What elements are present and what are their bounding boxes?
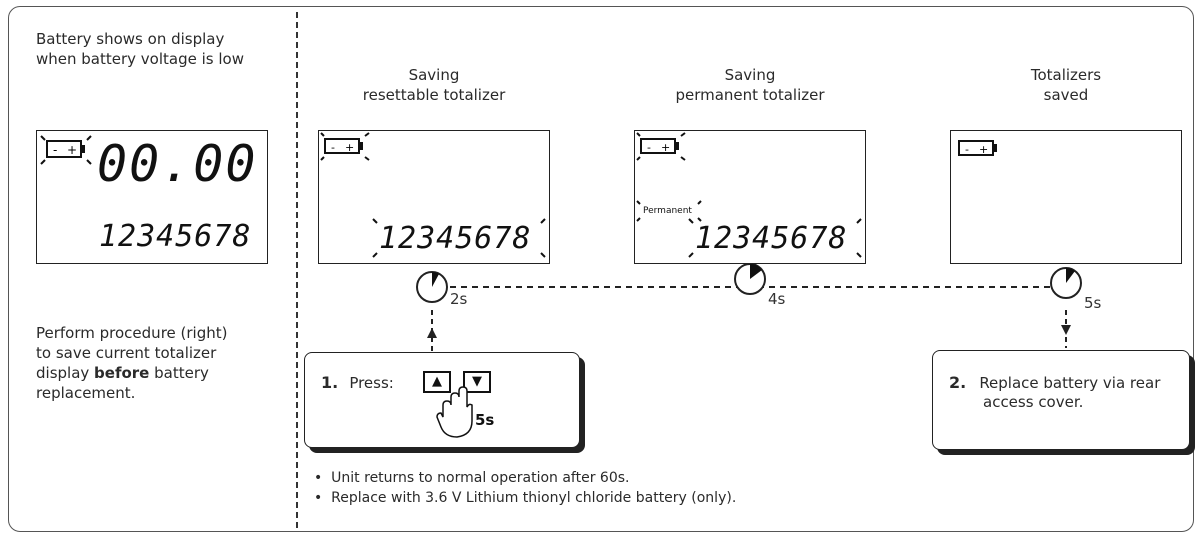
note-item-2: • Replace with 3.6 V Lithium thionyl chl… — [314, 490, 737, 506]
stage2-title-1: Saving — [724, 66, 776, 84]
step2-text-1: Replace battery via rear — [979, 374, 1161, 392]
step1-text: Press: — [349, 374, 394, 392]
step2-text-2: access cover. — [983, 393, 1084, 411]
lcd-display-stage3: - + — [950, 130, 1182, 264]
svg-text:-: - — [647, 141, 651, 154]
lcd-display-stage2: - + Permanent 12345678 — [634, 130, 866, 264]
timer-label-5s: 5s — [1084, 294, 1102, 312]
hand-press-icon — [436, 386, 473, 438]
procedure-text-2: to save current totalizer — [36, 344, 217, 362]
stage3-title-1: Totalizers — [1030, 66, 1102, 84]
step2-number: 2. — [949, 373, 967, 392]
lcd-main-digits: 00.00 — [97, 135, 258, 193]
svg-text:+: + — [979, 143, 988, 156]
svg-text:-: - — [965, 143, 969, 156]
step1-box: 1. Press: ▲ ▼ 5s — [304, 352, 580, 448]
stage1-title-2: resettable totalizer — [362, 86, 506, 104]
intro-text-1: Battery shows on display — [36, 30, 225, 48]
svg-text:+: + — [345, 141, 354, 154]
timer-label-4s: 4s — [768, 290, 786, 308]
timer-label-2s: 2s — [450, 290, 468, 308]
note-item-1: • Unit returns to normal operation after… — [314, 470, 630, 486]
diagram-frame — [8, 6, 1194, 532]
procedure-text-3: display before battery — [36, 364, 209, 382]
timer-icon — [734, 263, 766, 295]
timer-icon — [416, 271, 448, 303]
stage3-title-2: saved — [1043, 86, 1089, 104]
intro-text-2: when battery voltage is low — [36, 50, 244, 68]
procedure-text-4: replacement. — [36, 384, 136, 402]
lcd-display-low-battery: - + 00.00 12345678 — [36, 130, 268, 264]
lcd-permanent-label: Permanent — [643, 206, 692, 216]
timer-icon — [1050, 267, 1082, 299]
procedure-text-1: Perform procedure (right) — [36, 324, 228, 342]
lcd-display-stage1: - + 12345678 — [318, 130, 550, 264]
battery-icon: - + — [958, 140, 997, 156]
step1-hold-time: 5s — [475, 411, 495, 429]
panel-divider — [296, 12, 298, 528]
step1-number: 1. — [321, 373, 339, 392]
svg-text:+: + — [67, 143, 77, 157]
svg-text:+: + — [661, 141, 670, 154]
svg-text:-: - — [331, 141, 335, 154]
battery-icon: - + — [320, 132, 546, 258]
stage2-title-2: permanent totalizer — [675, 86, 825, 104]
battery-icon: - + — [636, 132, 862, 258]
stage1-title-1: Saving — [408, 66, 460, 84]
down-key-button[interactable]: ▼ — [463, 371, 491, 393]
battery-icon: - + — [40, 135, 92, 165]
lcd-totalizer-digits: 12345678 — [99, 219, 252, 254]
step2-box: 2. Replace battery via rear access cover… — [932, 350, 1190, 450]
lcd-totalizer-digits: 12345678 — [379, 221, 532, 256]
up-key-button[interactable]: ▲ — [423, 371, 451, 393]
lcd-totalizer-digits: 12345678 — [695, 221, 848, 256]
svg-text:-: - — [53, 143, 57, 157]
